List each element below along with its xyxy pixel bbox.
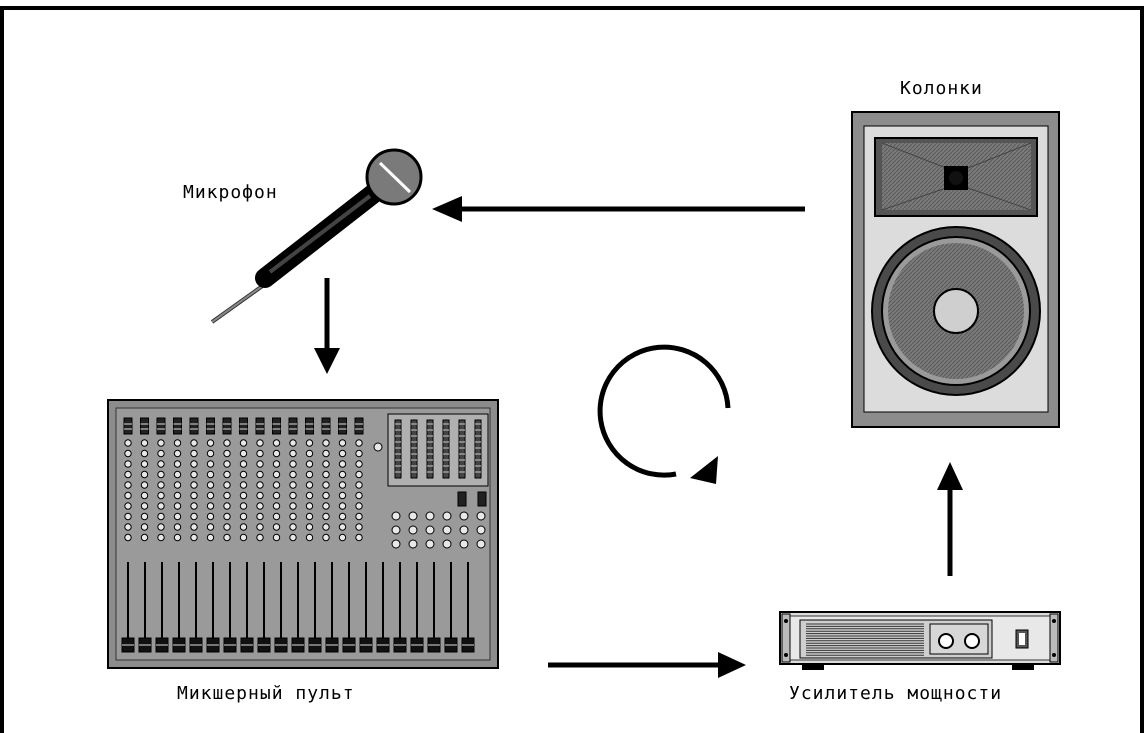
microphone-icon [210, 148, 423, 324]
signal-arrows [314, 196, 963, 678]
microphone-label: Микрофон [183, 182, 278, 203]
mixing-console-icon [107, 399, 499, 669]
mixer-label: Микшерный пульт [177, 683, 355, 704]
amplifier-label: Усилитель мощности [789, 683, 1003, 704]
diagram-border [0, 6, 1144, 733]
feedback-loop-icon [597, 344, 731, 484]
speaker-cabinet-icon [851, 111, 1060, 428]
power-amplifier-icon [779, 611, 1061, 670]
speakers-label: Колонки [900, 78, 983, 99]
